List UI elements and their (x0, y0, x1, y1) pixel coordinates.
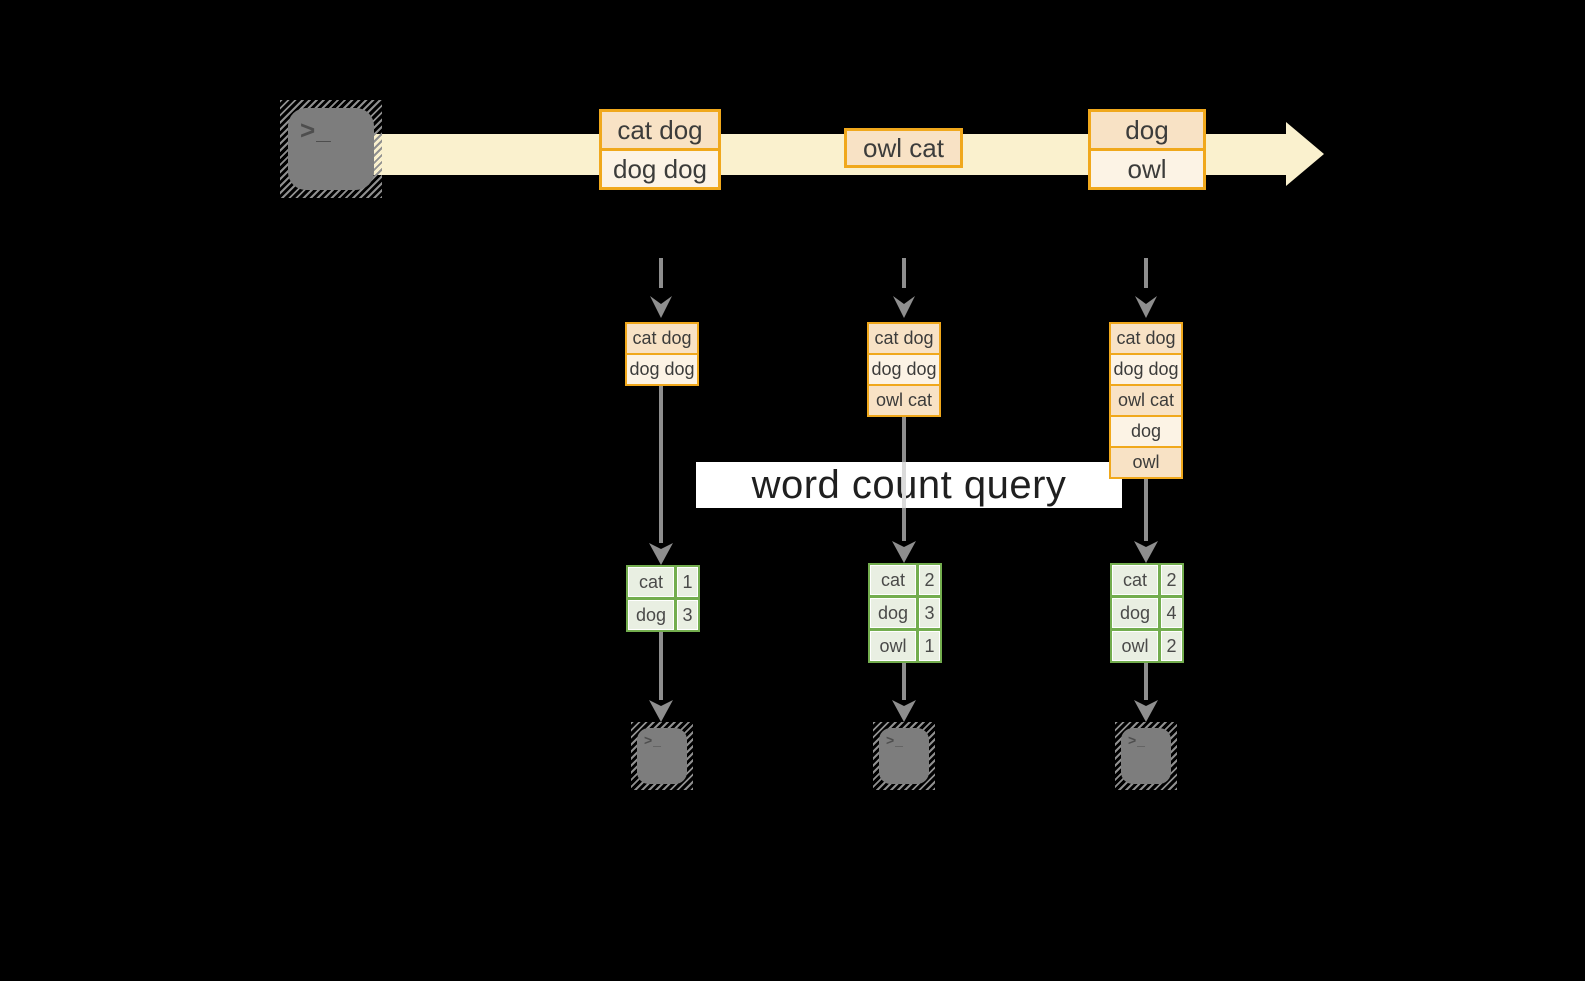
sink-terminal-icon: >_ (873, 722, 935, 790)
state-stack-3: cat dog dog dog owl cat dog owl (1109, 322, 1183, 479)
terminal-prompt-icon: >_ (644, 732, 662, 749)
stream-record: dog (1091, 112, 1203, 148)
word-cell: owl (1112, 631, 1158, 661)
state-record: owl cat (1111, 384, 1181, 415)
word-cell: cat (870, 565, 916, 595)
count-cell: 1 (677, 567, 698, 597)
word-count-table-1: cat 1 dog 3 (626, 565, 700, 632)
terminal-body: >_ (288, 108, 374, 190)
stream-record: owl cat (847, 131, 960, 165)
count-cell: 3 (919, 598, 940, 628)
count-cell: 4 (1161, 598, 1182, 628)
terminal-body: >_ (637, 728, 687, 784)
flow-arrow-icon (649, 385, 673, 565)
sink-terminal-icon: >_ (631, 722, 693, 790)
count-cell: 2 (919, 565, 940, 595)
stream-record: cat dog (602, 112, 718, 148)
state-record: dog dog (869, 353, 939, 384)
flow-arrow-icon (1134, 657, 1158, 722)
dashed-ingest-arrow-icon (650, 258, 672, 318)
state-stack-2: cat dog dog dog owl cat (867, 322, 941, 417)
dashed-ingest-arrow-icon (893, 258, 915, 318)
state-record: owl cat (869, 384, 939, 415)
word-cell: owl (870, 631, 916, 661)
word-cell: cat (628, 567, 674, 597)
query-banner: word count query (696, 462, 1122, 508)
state-stack-1: cat dog dog dog (625, 322, 699, 386)
sink-terminal-icon: >_ (1115, 722, 1177, 790)
word-cell: cat (1112, 565, 1158, 595)
dashed-ingest-arrow-icon (1135, 258, 1157, 318)
state-record: cat dog (1111, 324, 1181, 353)
state-record: dog (1111, 415, 1181, 446)
word-cell: dog (628, 600, 674, 630)
terminal-prompt-icon: >_ (1128, 732, 1146, 749)
stream-record: dog dog (602, 148, 718, 187)
state-record: cat dog (627, 324, 697, 353)
flow-arrow-icon (892, 657, 916, 722)
stream-batch-2: owl cat (844, 128, 963, 168)
state-record: cat dog (869, 324, 939, 353)
stream-timeline-arrowhead-icon (1286, 122, 1324, 186)
count-cell: 2 (1161, 565, 1182, 595)
count-cell: 3 (677, 600, 698, 630)
query-label: word count query (751, 462, 1067, 507)
stream-batch-3: dog owl (1088, 109, 1206, 190)
stream-record: owl (1091, 148, 1203, 187)
word-cell: dog (870, 598, 916, 628)
flow-arrow-icon (1134, 479, 1158, 563)
state-record: owl (1111, 446, 1181, 477)
terminal-prompt-icon: >_ (886, 732, 904, 749)
word-count-table-3: cat 2 dog 4 owl 2 (1110, 563, 1184, 663)
state-record: dog dog (1111, 353, 1181, 384)
count-cell: 2 (1161, 631, 1182, 661)
stream-batch-1: cat dog dog dog (599, 109, 721, 190)
state-record: dog dog (627, 353, 697, 384)
terminal-body: >_ (879, 728, 929, 784)
terminal-prompt-icon: >_ (300, 114, 332, 145)
terminal-body: >_ (1121, 728, 1171, 784)
flow-line-over-banner (902, 462, 906, 508)
word-count-table-2: cat 2 dog 3 owl 1 (868, 563, 942, 663)
count-cell: 1 (919, 631, 940, 661)
word-cell: dog (1112, 598, 1158, 628)
flow-arrow-icon (649, 628, 673, 722)
source-terminal-icon: >_ (280, 100, 382, 198)
